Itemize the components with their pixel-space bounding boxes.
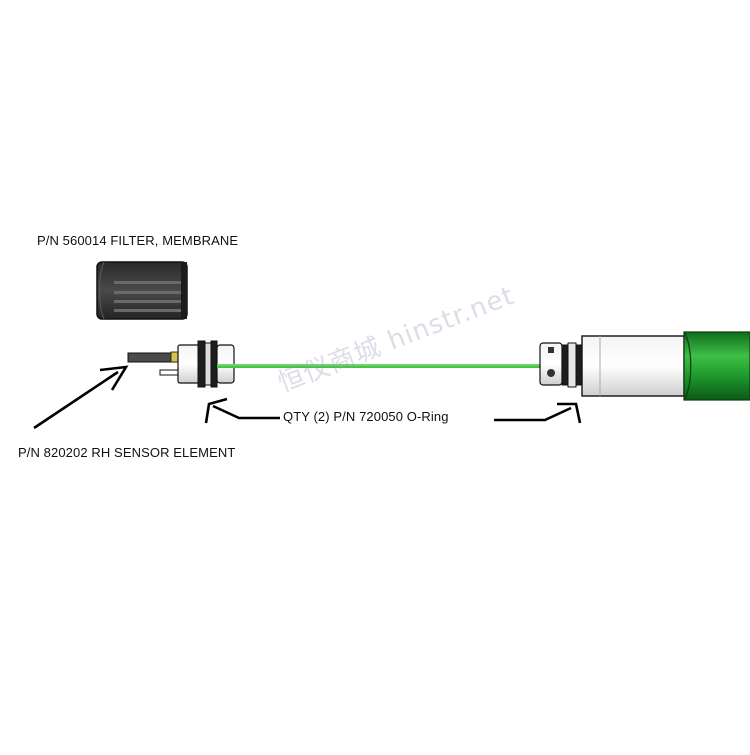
sensor-part-label: P/N 820202 RH SENSOR ELEMENT xyxy=(18,445,236,460)
oring-part-label: QTY (2) P/N 720050 O-Ring xyxy=(283,409,449,424)
oring-arrow-right xyxy=(494,402,582,424)
filter-part-label: P/N 560014 FILTER, MEMBRANE xyxy=(37,233,239,248)
sensor-pointer-arrow xyxy=(33,365,129,430)
probe-body xyxy=(581,331,750,401)
rh-sensor-element xyxy=(127,351,179,376)
filter-membrane xyxy=(96,261,188,320)
oring-arrow-left xyxy=(204,397,280,424)
connector-right xyxy=(539,342,583,388)
